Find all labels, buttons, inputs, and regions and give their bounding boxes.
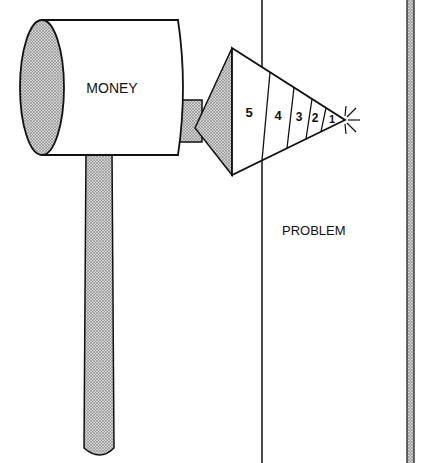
problem-label: PROBLEM xyxy=(282,224,346,237)
wedge-segment: 3 xyxy=(295,110,304,124)
wedge-divider xyxy=(287,88,294,149)
impact-spark xyxy=(345,106,360,134)
callout-number: 1 xyxy=(329,114,335,125)
wedge-segment: 1 xyxy=(328,113,336,126)
wall-band xyxy=(407,0,414,463)
hammer-head-end xyxy=(20,20,64,155)
wedge-segment: 2 xyxy=(311,111,320,125)
hammer-handle xyxy=(84,150,114,455)
wedge-segment: 5 xyxy=(244,105,253,120)
wedge-divider xyxy=(321,108,326,132)
wedge-divider xyxy=(306,99,312,139)
hammer-text: MONEY xyxy=(86,81,137,95)
callout-number: 4 xyxy=(274,109,281,122)
hammer-label-box: MONEY xyxy=(85,80,138,96)
callout-number: 5 xyxy=(245,106,252,119)
callout-number: 3 xyxy=(296,111,303,123)
wedge-base xyxy=(195,48,232,175)
wedge-segment: 4 xyxy=(273,108,282,123)
wedge xyxy=(232,48,345,175)
wedge-divider xyxy=(262,72,270,160)
callout-number: 2 xyxy=(312,112,319,124)
